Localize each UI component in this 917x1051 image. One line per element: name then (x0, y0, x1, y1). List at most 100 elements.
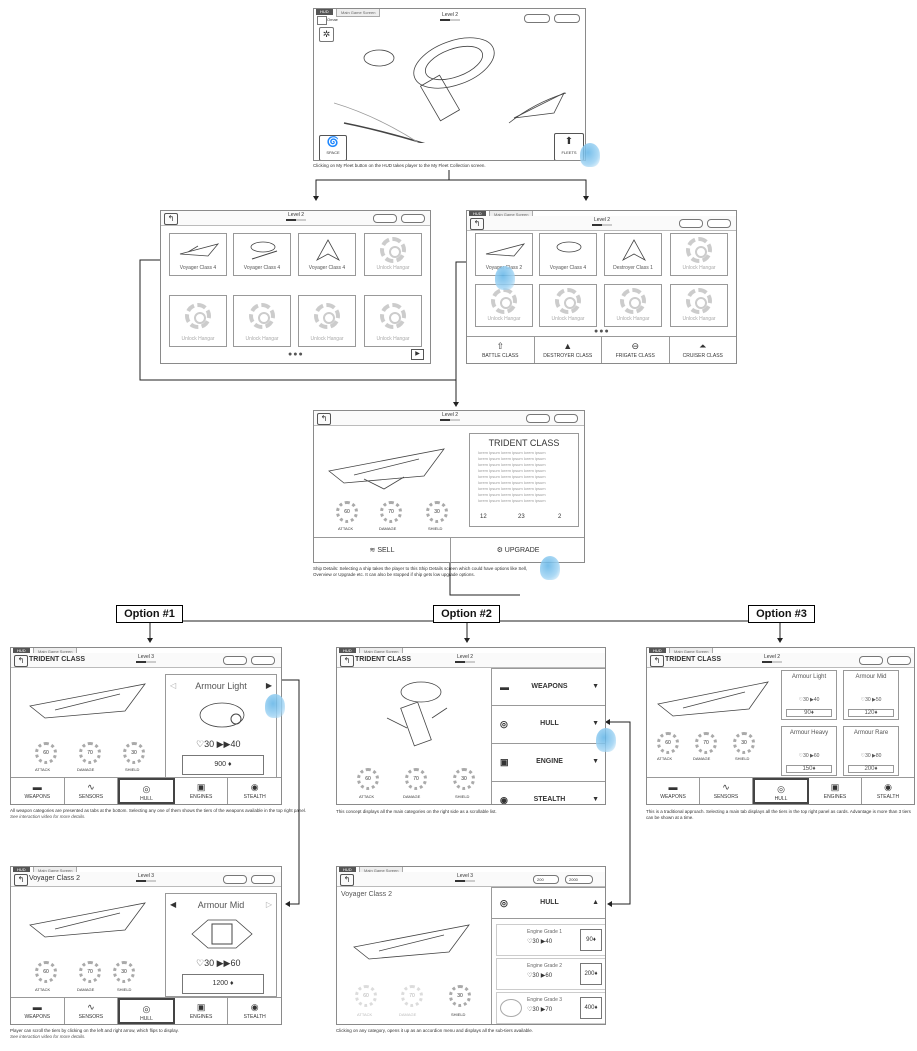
unlock-hangar-card[interactable]: Unlock Hangar (604, 284, 662, 327)
shield-label: SHIELD (735, 756, 750, 761)
category-weapons[interactable]: ▬WEAPONS▼ (492, 669, 605, 706)
hangar-card[interactable]: Voyager Class 4 (233, 233, 291, 276)
hud-tab[interactable]: HUD (13, 867, 30, 873)
unlock-hangar-card[interactable]: Unlock Hangar (364, 233, 422, 276)
back-button[interactable]: ↰ (14, 655, 28, 667)
hud-tab[interactable]: HUD (469, 211, 486, 217)
main-game-screen-tab[interactable]: Main Game Screen (336, 9, 381, 17)
unlock-hangar-card[interactable]: Unlock Hangar (169, 295, 227, 347)
back-button[interactable]: ↰ (650, 655, 664, 667)
gem-counter[interactable] (554, 414, 578, 423)
gem-counter[interactable] (887, 656, 911, 665)
sensors-icon: ∿ (87, 782, 95, 792)
tab-destroyer-class[interactable]: ▲DESTROYER CLASS (535, 337, 602, 363)
accordion-hull-header[interactable]: ◎HULL▲ (492, 888, 605, 919)
coin-counter[interactable]: 200 (533, 875, 559, 884)
avatar[interactable] (317, 16, 327, 25)
tab-stealth[interactable]: ◉STEALTH (243, 1002, 266, 1020)
category-hull[interactable]: ◎HULL▼ (492, 705, 605, 744)
hud-tab[interactable]: HUD (13, 648, 30, 654)
settings-icon[interactable]: ✲ (319, 27, 334, 42)
gem-counter[interactable]: 2000 (565, 875, 593, 884)
gem-counter[interactable] (401, 214, 425, 223)
lorem-text-7: lorem ipsum lorem ipsum lorem ipsum (478, 486, 546, 491)
coin-counter[interactable] (679, 219, 703, 228)
coin-counter[interactable] (526, 414, 550, 423)
tab-cruiser-class[interactable]: ⏶CRUISER CLASS (682, 341, 723, 359)
back-button[interactable]: ↰ (470, 218, 484, 230)
back-button[interactable]: ↰ (164, 213, 178, 225)
tab-engines[interactable]: ▣ENGINES (175, 998, 229, 1024)
tier-card[interactable]: Armour Mid ♡30 ▶50 120♦ (843, 670, 899, 720)
unlock-hangar-card[interactable]: Unlock Hangar (233, 295, 291, 347)
gem-counter[interactable] (707, 219, 731, 228)
space-button[interactable]: 🌀 SPACE (319, 135, 347, 160)
price-button[interactable]: 1200 ♦ (182, 974, 264, 994)
next-arrow-icon[interactable]: ▶ (265, 681, 272, 690)
tab-weapons[interactable]: ▬WEAPONS (11, 778, 65, 804)
prev-arrow-icon[interactable]: ◀ (170, 900, 177, 909)
grade-row-2[interactable]: Engine Grade 2 ♡30 ▶60 200♦ (496, 958, 605, 990)
unlock-hangar-card[interactable]: Unlock Hangar (539, 284, 597, 327)
tab-battle-class[interactable]: ⇧BATTLE CLASS (467, 337, 535, 363)
grade-row-1[interactable]: Engine Grade 1 ♡30 ▶40 90♦ (496, 924, 605, 956)
gem-counter[interactable] (554, 14, 580, 23)
tab-sensors[interactable]: ∿SENSORS (65, 998, 119, 1024)
hangar-card[interactable]: Voyager Class 4 (298, 233, 356, 276)
back-button[interactable]: ↰ (340, 874, 354, 886)
next-page-button[interactable]: ▶ (411, 349, 424, 360)
coin-counter[interactable] (223, 656, 247, 665)
tab-hull[interactable]: ◎HULL (118, 778, 175, 804)
tab-sensors[interactable]: ∿SENSORS (65, 778, 119, 804)
unlock-hangar-card[interactable]: Unlock Hangar (364, 295, 422, 347)
coin-counter[interactable] (223, 875, 247, 884)
price-button[interactable]: 400♦ (580, 997, 602, 1019)
hangar-card[interactable]: Destroyer Class 1 (604, 233, 662, 276)
tab-weapons[interactable]: ▬WEAPONS (647, 778, 700, 804)
unlock-hangar-card[interactable]: Unlock Hangar (670, 233, 728, 276)
next-arrow-icon[interactable]: ▷ (265, 900, 272, 909)
hud-tab[interactable]: HUD (316, 9, 333, 15)
hangar-card[interactable]: Voyager Class 4 (539, 233, 597, 276)
tier-card[interactable]: Armour Heavy ♡30 ▶60 150♦ (781, 726, 837, 776)
hud-tab[interactable]: HUD (339, 648, 356, 654)
tab-frigate-class[interactable]: ⊖FRIGATE CLASS (602, 337, 670, 363)
unlock-hangar-card[interactable]: Unlock Hangar (298, 295, 356, 347)
tab-stealth[interactable]: ◉STEALTH (243, 782, 266, 800)
tab-hull[interactable]: ◎HULL (753, 778, 809, 804)
hud-tab[interactable]: HUD (649, 648, 666, 654)
gem-counter[interactable] (251, 875, 275, 884)
unlock-hangar-card[interactable]: Unlock Hangar (670, 284, 728, 327)
unlock-hangar-card[interactable]: Unlock Hangar (475, 284, 533, 327)
hud-tab[interactable]: HUD (339, 867, 356, 873)
tier-card[interactable]: Armour Light ♡30 ▶40 90♦ (781, 670, 837, 720)
upgrade-button[interactable]: ⚙ UPGRADE (450, 537, 584, 562)
back-button[interactable]: ↰ (340, 655, 354, 667)
grade-row-3[interactable]: Engine Grade 3 ♡30 ▶70 400♦ (496, 992, 605, 1024)
hangar-card[interactable]: Voyager Class 4 (169, 233, 227, 276)
coin-counter[interactable] (373, 214, 397, 223)
damage-label: DAMAGE (77, 767, 95, 772)
tab-engines[interactable]: ▣ENGINES (175, 778, 229, 804)
battle-class-icon: ⇧ (496, 341, 505, 351)
gem-counter[interactable] (251, 656, 275, 665)
prev-arrow-icon[interactable]: ◁ (170, 681, 177, 690)
price-button[interactable]: 90♦ (580, 929, 602, 951)
price-button[interactable]: 900 ♦ (182, 755, 264, 775)
tab-hull[interactable]: ◎HULL (118, 998, 175, 1024)
price-button[interactable]: 200♦ (580, 963, 602, 985)
category-engine[interactable]: ▣ENGINE▼ (492, 743, 605, 782)
tab-weapons[interactable]: ▬WEAPONS (11, 998, 65, 1024)
coin-counter[interactable] (524, 14, 550, 23)
page-dots[interactable]: ●●● (594, 328, 610, 335)
tab-stealth[interactable]: ◉STEALTH (876, 782, 900, 800)
tab-engines[interactable]: ▣ENGINES (809, 778, 862, 804)
tab-sensors[interactable]: ∿SENSORS (700, 778, 753, 804)
back-button[interactable]: ↰ (14, 874, 28, 886)
sell-button[interactable]: ≋ SELL (314, 537, 451, 562)
back-button[interactable]: ↰ (317, 413, 331, 425)
tier-card[interactable]: Armour Rare ♡30 ▶80 200♦ (843, 726, 899, 776)
page-dots[interactable]: ●●● (288, 351, 304, 358)
category-stealth[interactable]: ◉STEALTH▼ (492, 781, 605, 804)
coin-counter[interactable] (859, 656, 883, 665)
